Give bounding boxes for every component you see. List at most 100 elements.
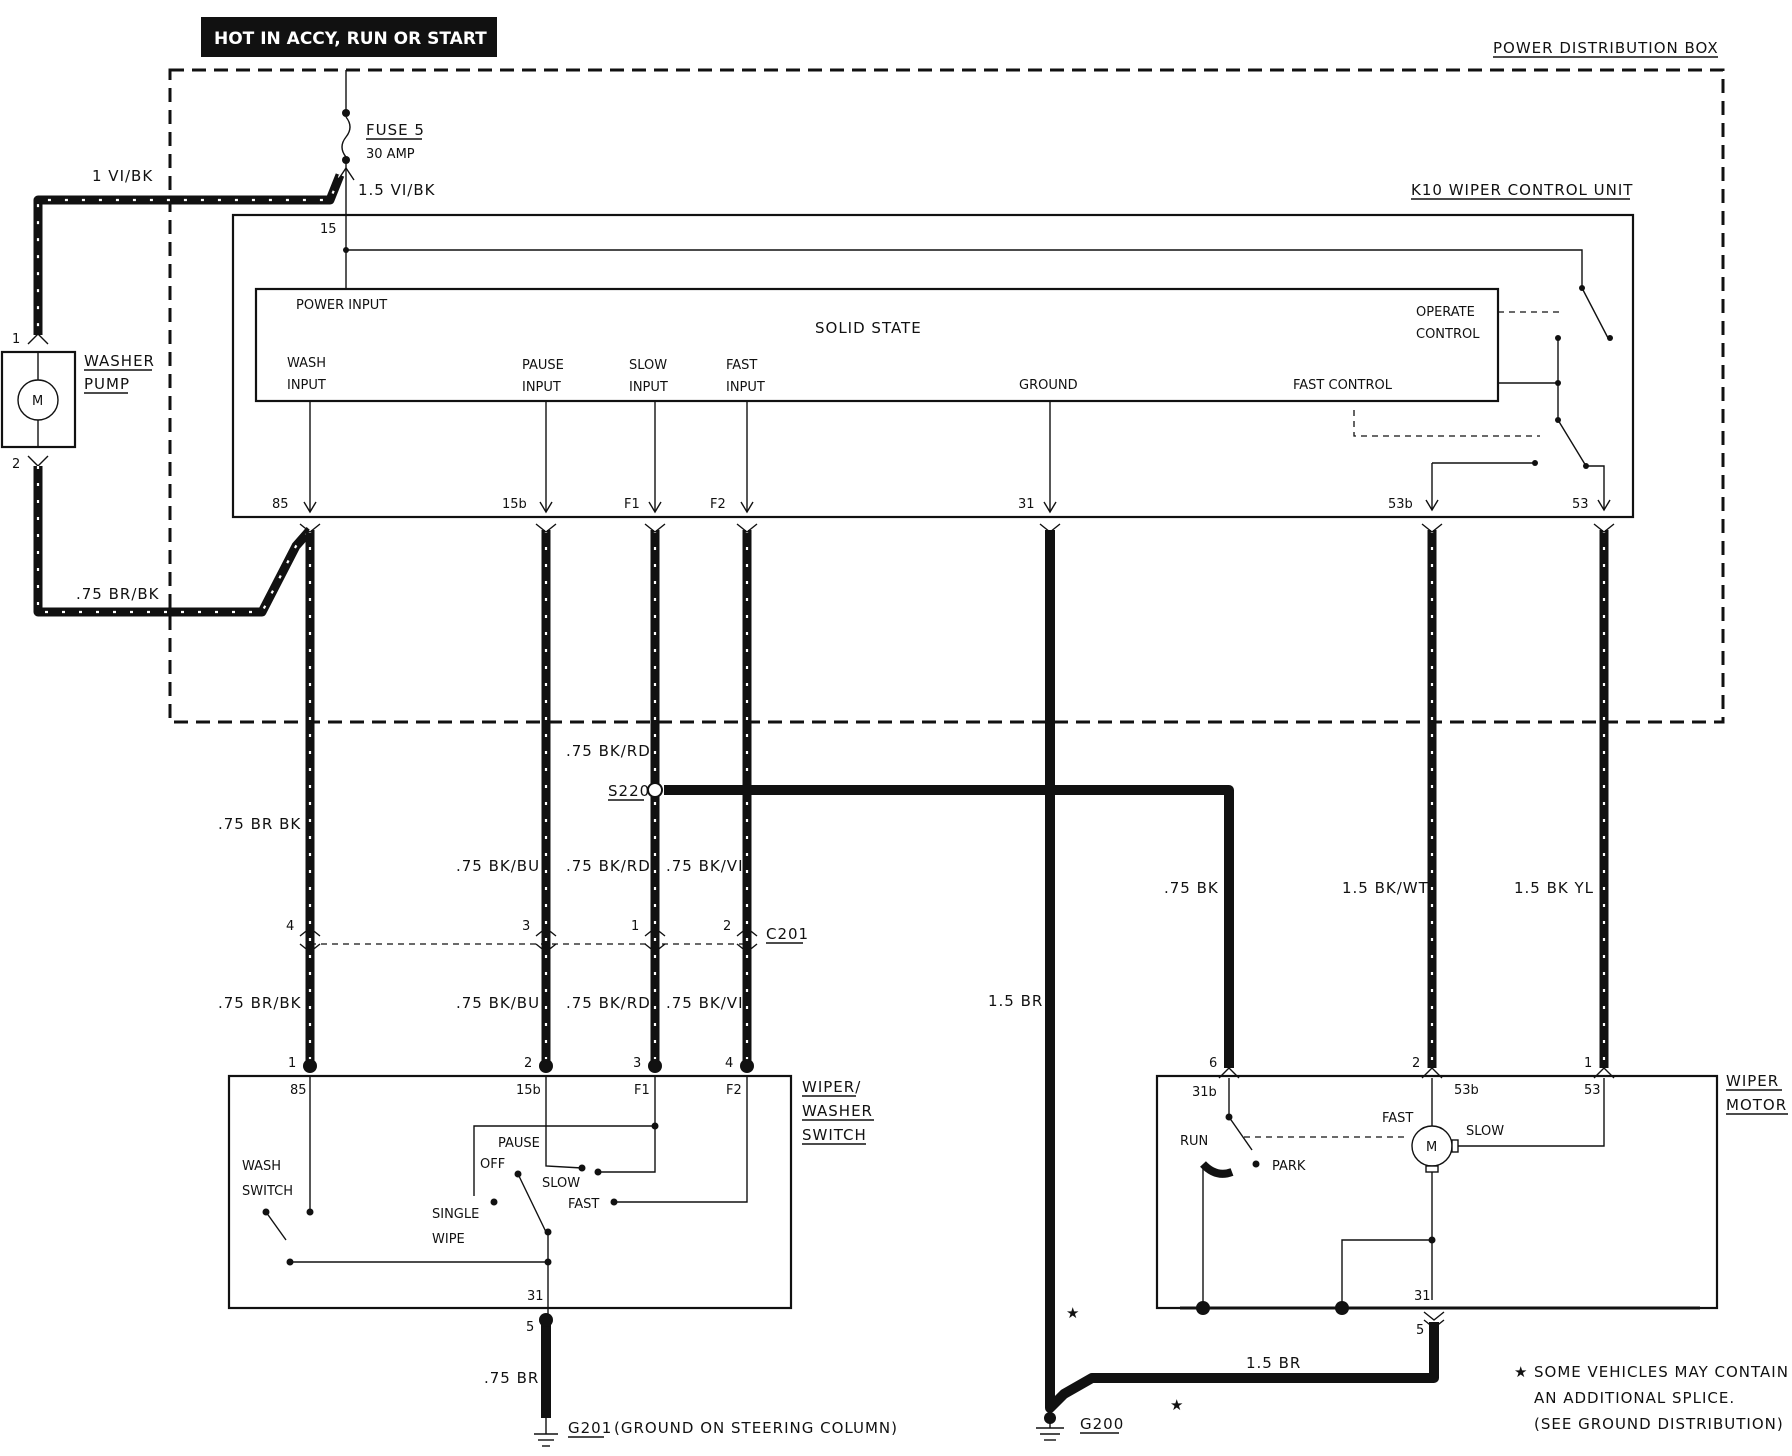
internal-power-rail bbox=[346, 249, 1583, 288]
wire-label-f1-lower: .75 BK/RD bbox=[566, 994, 651, 1012]
washer-pump-pin2: 2 bbox=[12, 457, 20, 472]
pin-53: 53 bbox=[1572, 497, 1589, 512]
power-distribution-box-label: POWER DISTRIBUTION BOX bbox=[1493, 39, 1719, 57]
fast-label: FAST bbox=[568, 1197, 599, 1212]
operate-control-label-2: CONTROL bbox=[1416, 327, 1480, 342]
washer-pump-motor-symbol: M bbox=[32, 394, 43, 409]
fast-relay-contact bbox=[1557, 419, 1587, 467]
motor-label-2: MOTOR bbox=[1726, 1096, 1787, 1114]
splice-s220-label: S220 bbox=[608, 782, 650, 800]
pump-return-wire-label: .75 BR/BK bbox=[76, 585, 160, 603]
motor-fast-label: FAST bbox=[1382, 1111, 1413, 1126]
motor-pin-2: 2 bbox=[1412, 1056, 1420, 1071]
control-unit-box bbox=[231, 213, 1635, 519]
switch-term-85: 85 bbox=[290, 1083, 307, 1098]
switch-pin-1: 1 bbox=[288, 1056, 296, 1071]
motor-pin-5: 5 bbox=[1416, 1323, 1424, 1338]
pin-F2: F2 bbox=[710, 497, 726, 512]
washer-pump-pin2-terminal bbox=[27, 455, 49, 467]
wiper-motor-symbol: M bbox=[1426, 1140, 1437, 1155]
motor-term-53b: 53b bbox=[1454, 1083, 1479, 1098]
footnote-line-1: ★ bbox=[1514, 1363, 1528, 1381]
switch-term-F1: F1 bbox=[634, 1083, 650, 1098]
wire-label-15b-upper: .75 BK/BU bbox=[456, 857, 540, 875]
pause-input-label-1: PAUSE bbox=[522, 358, 564, 373]
input-arrows bbox=[303, 401, 1611, 514]
slow-label: SLOW bbox=[542, 1176, 580, 1191]
wire-label-53: 1.5 BK YL bbox=[1514, 879, 1594, 897]
pump-feed-terminal bbox=[337, 166, 355, 181]
wash-input-label-2: INPUT bbox=[287, 378, 326, 393]
harness-wires bbox=[305, 530, 1609, 1418]
ground-g200-label: G200 bbox=[1080, 1415, 1124, 1433]
switch-label-3: SWITCH bbox=[802, 1126, 867, 1144]
wire-label-15b-lower: .75 BK/BU bbox=[456, 994, 540, 1012]
c201-pin-1: 1 bbox=[631, 919, 639, 934]
pump-feed-wire-label: 1 VI/BK bbox=[92, 167, 153, 185]
slow-input-label-1: SLOW bbox=[629, 358, 667, 373]
motor-pin-1: 1 bbox=[1584, 1056, 1592, 1071]
switch-term-15b: 15b bbox=[516, 1083, 541, 1098]
wash-switch-label-2: SWITCH bbox=[242, 1184, 293, 1199]
wire-label-85-lower: .75 BR/BK bbox=[218, 994, 302, 1012]
title-block bbox=[201, 17, 497, 57]
footnote-text-2: AN ADDITIONAL SPLICE. bbox=[1534, 1389, 1735, 1407]
pin-85: 85 bbox=[272, 497, 289, 512]
motor-term-31: 31 bbox=[1414, 1289, 1431, 1304]
washer-pump-pin1: 1 bbox=[12, 332, 20, 347]
operate-control-label-1: OPERATE bbox=[1416, 305, 1475, 320]
switch-pin-4: 4 bbox=[725, 1056, 733, 1071]
fuse-symbol bbox=[341, 116, 351, 158]
slow-input-label-2: INPUT bbox=[629, 380, 668, 395]
fuse-rating: 30 AMP bbox=[366, 147, 415, 162]
footnote-text-1: SOME VEHICLES MAY CONTAIN bbox=[1534, 1363, 1789, 1381]
motor-terminals bbox=[1218, 1067, 1615, 1329]
single-wipe-label-1: SINGLE bbox=[432, 1207, 479, 1222]
switch-label-2: WASHER bbox=[802, 1102, 873, 1120]
wire-label-f1-mid: .75 BK/RD bbox=[566, 857, 651, 875]
wire-label-ground-main: 1.5 BR bbox=[988, 992, 1043, 1010]
pin-F1: F1 bbox=[624, 497, 640, 512]
motor-park-label: PARK bbox=[1272, 1159, 1306, 1174]
pin-15b: 15b bbox=[502, 497, 527, 512]
ground-label: GROUND bbox=[1019, 378, 1078, 393]
motor-run-label: RUN bbox=[1180, 1134, 1208, 1149]
switch-term-31: 31 bbox=[527, 1289, 544, 1304]
switch-pin-2: 2 bbox=[524, 1056, 532, 1071]
switch-term-F2: F2 bbox=[726, 1083, 742, 1098]
motor-label-1: WIPER bbox=[1726, 1072, 1779, 1090]
solid-state-box bbox=[254, 287, 1500, 403]
pin-15: 15 bbox=[320, 222, 337, 237]
pin-31: 31 bbox=[1018, 497, 1035, 512]
wire-label-f2-lower: .75 BK/VI bbox=[666, 994, 744, 1012]
unit-terminals bbox=[299, 523, 1615, 533]
wire-label-switch-ground: .75 BR bbox=[484, 1369, 539, 1387]
switch-pin-3: 3 bbox=[633, 1056, 641, 1071]
motor-pin-6: 6 bbox=[1209, 1056, 1217, 1071]
pause-input-label-2: INPUT bbox=[522, 380, 561, 395]
wiper-motor-box bbox=[1155, 1074, 1719, 1310]
splice-star-2: ★ bbox=[1170, 1396, 1184, 1414]
motor-term-53: 53 bbox=[1584, 1083, 1601, 1098]
fast-input-label-2: INPUT bbox=[726, 380, 765, 395]
ground-g201-note: (GROUND ON STEERING COLUMN) bbox=[614, 1419, 898, 1437]
c201-pin-3: 3 bbox=[522, 919, 530, 934]
power-distribution-box bbox=[168, 68, 1725, 724]
pump-return-wire bbox=[33, 466, 314, 617]
switch-pin-5: 5 bbox=[526, 1320, 534, 1335]
wire-label-s220-branch: .75 BK bbox=[1164, 879, 1219, 897]
splice-s220-node bbox=[647, 782, 663, 798]
single-wipe-label-2: WIPE bbox=[432, 1232, 465, 1247]
c201-pin-4: 4 bbox=[286, 919, 294, 934]
fuse-out-wire-label: 1.5 VI/BK bbox=[358, 181, 436, 199]
switch-label-1: WIPER/ bbox=[802, 1078, 861, 1096]
footnote-text-3: (SEE GROUND DISTRIBUTION) bbox=[1534, 1415, 1784, 1433]
motor-internals bbox=[1202, 1078, 1605, 1308]
wire-label-f2-upper: .75 BK/VI bbox=[666, 857, 744, 875]
ground-g201-label: G201 bbox=[568, 1419, 612, 1437]
motor-slow-label: SLOW bbox=[1466, 1124, 1504, 1139]
fast-input-label-1: FAST bbox=[726, 358, 757, 373]
fuse-top-dot bbox=[342, 109, 350, 117]
splice-star-1: ★ bbox=[1066, 1304, 1080, 1322]
switch-internals bbox=[265, 1076, 748, 1318]
